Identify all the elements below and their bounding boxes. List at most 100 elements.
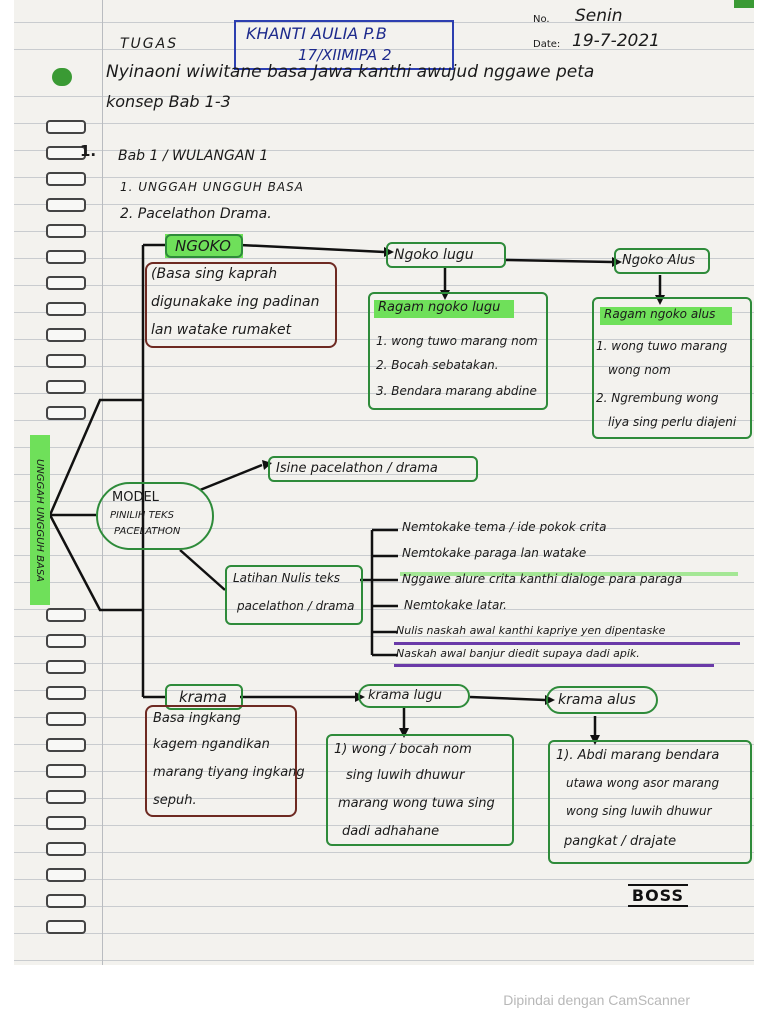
ngoko-alus-item: 2. Ngrembung wong <box>596 391 719 405</box>
ngoko-alus-item: liya sing perlu diajeni <box>608 415 737 429</box>
ngoko-alus-item: 1. wong tuwo marang <box>596 339 728 353</box>
binding-hole <box>46 764 86 778</box>
binding-hole <box>46 920 86 934</box>
step-highlight <box>400 572 738 576</box>
ngoko-lugu-sub-highlight <box>374 300 514 318</box>
binding-hole <box>46 302 86 316</box>
krama-alus-detail-box: 1). Abdi marang bendara utawa wong asor … <box>548 740 752 864</box>
date-value: 19-7-2021 <box>572 31 660 51</box>
ngoko-lugu-item: 3. Bendara marang abdine <box>376 384 537 398</box>
latihan-step: Nemtokake latar. <box>404 598 507 612</box>
binding-hole <box>46 660 86 674</box>
ngoko-lugu-sub: Ragam ngoko lugu <box>378 300 501 315</box>
tugas-label: TUGAS <box>120 36 179 52</box>
krama-alus-box: krama alus <box>546 686 658 714</box>
ngoko-alus-item: wong nom <box>608 363 671 377</box>
ngoko-alus-sub-highlight <box>600 307 732 325</box>
ngoko-lugu-title: Ngoko lugu <box>394 247 474 263</box>
ngoko-lugu-item: 2. Bocah sebatakan. <box>376 358 499 372</box>
krama-desc-box: Basa ingkang kagem ngandikan marang tiya… <box>145 705 305 817</box>
leaf-icon <box>52 68 72 86</box>
binding-hole <box>46 686 86 700</box>
isine-text: Isine pacelathon / drama <box>276 461 438 476</box>
krama-lugu-detail-box: 1) wong / bocah nom sing luwih dhuwur ma… <box>326 734 514 846</box>
model-cloud: MODEL PINILIH TEKS PACELATHON <box>96 482 214 550</box>
binding-hole <box>46 868 86 882</box>
ngoko-lugu-item: 1. wong tuwo marang nom <box>376 334 538 348</box>
instruction-line-2: konsep Bab 1-3 <box>106 92 231 111</box>
binding-hole <box>46 816 86 830</box>
step-underline <box>394 642 740 645</box>
krama-desc-line: marang tiyang ingkang <box>153 765 305 780</box>
model-line-2: PINILIH TEKS <box>110 510 174 521</box>
notebook-brand-logo: BOSS <box>627 884 688 907</box>
latihan-line: pacelathon / drama <box>237 599 355 613</box>
krama-alus-item: 1). Abdi marang bendara <box>556 748 720 763</box>
binding-hole <box>46 712 86 726</box>
ngoko-desc-line: lan watake rumaket <box>151 322 292 338</box>
ngoko-alus-title: Ngoko Alus <box>622 253 696 268</box>
ngoko-highlight <box>165 234 243 258</box>
binding-hole <box>46 634 86 648</box>
bab-title: Bab 1 / WULANGAN 1 <box>118 148 269 164</box>
krama-alus-item: wong sing luwih dhuwur <box>566 804 712 818</box>
krama-alus-item: pangkat / drajate <box>564 834 677 849</box>
isine-box: Isine pacelathon / drama <box>268 456 478 482</box>
krama-desc-line: kagem ngandikan <box>153 737 270 752</box>
binding-hole <box>46 842 86 856</box>
krama-lugu-box: krama lugu <box>358 684 470 708</box>
ngoko-lugu-detail-box: Ragam ngoko lugu 1. wong tuwo marang nom… <box>368 292 548 410</box>
binding-hole <box>46 790 86 804</box>
latihan-step: Naskah awal banjur diedit supaya dadi ap… <box>396 647 640 660</box>
no-label: No. <box>533 14 550 25</box>
margin-line <box>102 0 103 965</box>
corner-decoration <box>734 0 754 8</box>
binding-hole <box>46 120 86 134</box>
binding-hole <box>46 172 86 186</box>
ngoko-alus-sub: Ragam ngoko alus <box>604 307 716 321</box>
krama-lugu-item: sing luwih dhuwur <box>346 768 465 783</box>
krama-lugu-title: krama lugu <box>368 688 442 703</box>
ngoko-alus-detail-box: Ragam ngoko alus 1. wong tuwo marang won… <box>592 297 752 439</box>
date-label: Date: <box>533 39 561 50</box>
krama-desc-line: sepuh. <box>153 793 197 808</box>
section-number: 1. <box>80 142 97 160</box>
student-name: KHANTI AULIA P.B <box>246 24 387 43</box>
binding-hole <box>46 198 86 212</box>
binding-hole <box>46 146 86 160</box>
day-value: Senin <box>575 6 623 26</box>
name-box: KHANTI AULIA P.B 17/XIIMIPA 2 <box>234 20 454 70</box>
binding-hole <box>46 328 86 342</box>
latihan-line: Latihan Nulis teks <box>233 571 341 585</box>
ngoko-lugu-box: Ngoko lugu <box>386 242 506 268</box>
krama-lugu-item: dadi adhahane <box>342 824 440 839</box>
scanner-watermark: Dipindai dengan CamScanner <box>503 992 690 1008</box>
latihan-step: Nemtokake tema / ide pokok crita <box>402 520 607 534</box>
krama-alus-title: krama alus <box>558 692 636 708</box>
ngoko-alus-box: Ngoko Alus <box>614 248 710 274</box>
krama-desc-line: Basa ingkang <box>153 711 241 726</box>
binding-hole <box>46 894 86 908</box>
binding-hole <box>46 224 86 238</box>
binding-hole <box>46 276 86 290</box>
student-class: 17/XIIMIPA 2 <box>298 46 392 64</box>
instruction-line-1: Nyinaoni wiwitane basa Jawa kanthi awuju… <box>106 62 595 82</box>
latihan-box: Latihan Nulis teks pacelathon / drama <box>225 565 363 625</box>
ngoko-box: NGOKO <box>165 234 243 258</box>
krama-alus-item: utawa wong asor marang <box>566 776 720 790</box>
model-line-3: PACELATHON <box>114 526 181 537</box>
binding-hole <box>46 354 86 368</box>
notebook-page: BOSS <box>14 0 754 965</box>
ngoko-desc-line: digunakake ing padinan <box>151 294 320 310</box>
side-label: UNGGAH UNGGUH BASA <box>30 435 50 605</box>
binding-hole <box>46 738 86 752</box>
intro-item-2: 2. Pacelathon Drama. <box>120 206 272 222</box>
ngoko-title: NGOKO <box>175 237 231 255</box>
ngoko-desc-line: (Basa sing kaprah <box>151 266 278 282</box>
binding-hole <box>46 406 86 420</box>
latihan-step: Nggawe alure crita kanthi dialoge para p… <box>402 572 683 586</box>
binding-hole <box>46 380 86 394</box>
step-underline <box>394 664 714 667</box>
krama-title: krama <box>179 688 227 706</box>
